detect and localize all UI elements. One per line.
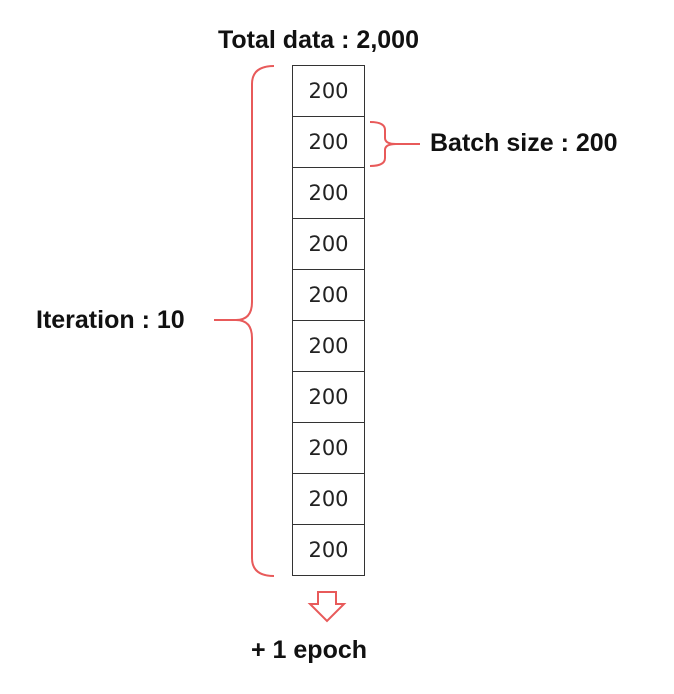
batch-size-label: Batch size : 200 bbox=[430, 129, 618, 157]
batch-brace bbox=[369, 121, 397, 167]
down-arrow-icon bbox=[307, 591, 347, 623]
total-data-label: Total data : 2,000 bbox=[218, 26, 419, 54]
batch-cell: 200 bbox=[308, 79, 349, 103]
batch-cell: 200 bbox=[293, 524, 364, 575]
batch-cell: 200 bbox=[293, 167, 364, 218]
epoch-label: + 1 epoch bbox=[251, 636, 368, 664]
batch-cell: 200 bbox=[293, 320, 364, 371]
batch-cell: 200 bbox=[293, 116, 364, 167]
batch-cell: 200 bbox=[293, 218, 364, 269]
batch-cell: 200 bbox=[293, 269, 364, 320]
batch-cell: 200 bbox=[293, 473, 364, 524]
iteration-brace bbox=[235, 65, 275, 577]
iteration-label: Iteration : 10 bbox=[36, 306, 185, 334]
batch-cell: 200 bbox=[293, 422, 364, 473]
batch-cell: 200 bbox=[293, 371, 364, 422]
